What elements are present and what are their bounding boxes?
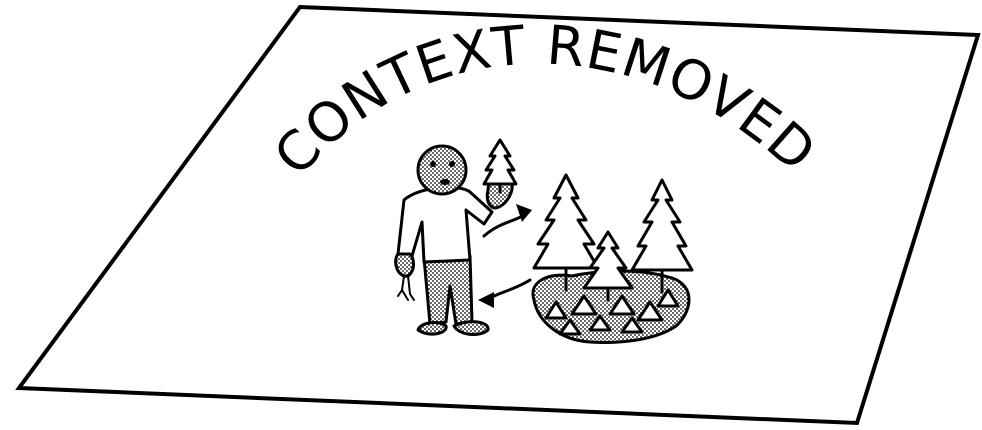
person-right-shoe [454,322,488,335]
person-eye-right [449,161,455,167]
person-eye-left [430,161,436,167]
person-lower-hand [396,254,414,276]
person-head [418,146,466,194]
person-pants [424,256,472,324]
person-mouth [440,179,450,185]
person-left-shoe [418,323,446,335]
